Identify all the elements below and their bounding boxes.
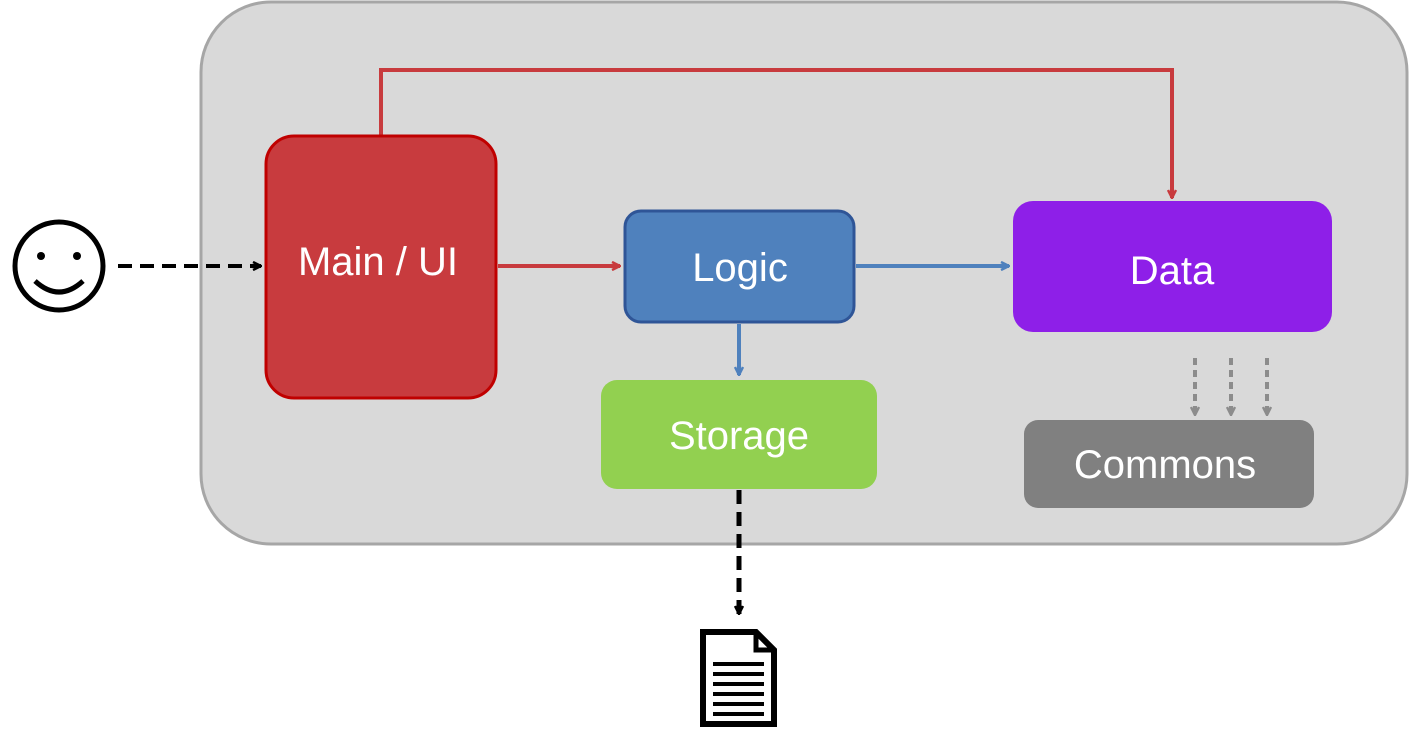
data-component: Data — [1013, 201, 1332, 332]
main-ui-component: Main / UI — [264, 134, 498, 400]
arrows-to-commons — [1195, 358, 1267, 415]
logic-label: Logic — [692, 246, 788, 290]
file-document-icon — [700, 629, 777, 727]
commons-label: Commons — [1074, 443, 1256, 487]
storage-component: Storage — [601, 380, 877, 489]
logic-component: Logic — [623, 209, 856, 324]
commons-component: Commons — [1024, 420, 1314, 508]
storage-label: Storage — [669, 414, 809, 458]
user-smiley-icon — [12, 219, 106, 313]
data-label: Data — [1130, 249, 1215, 293]
arrow-main-to-data — [379, 68, 1172, 198]
main-ui-label: Main / UI — [298, 240, 458, 284]
